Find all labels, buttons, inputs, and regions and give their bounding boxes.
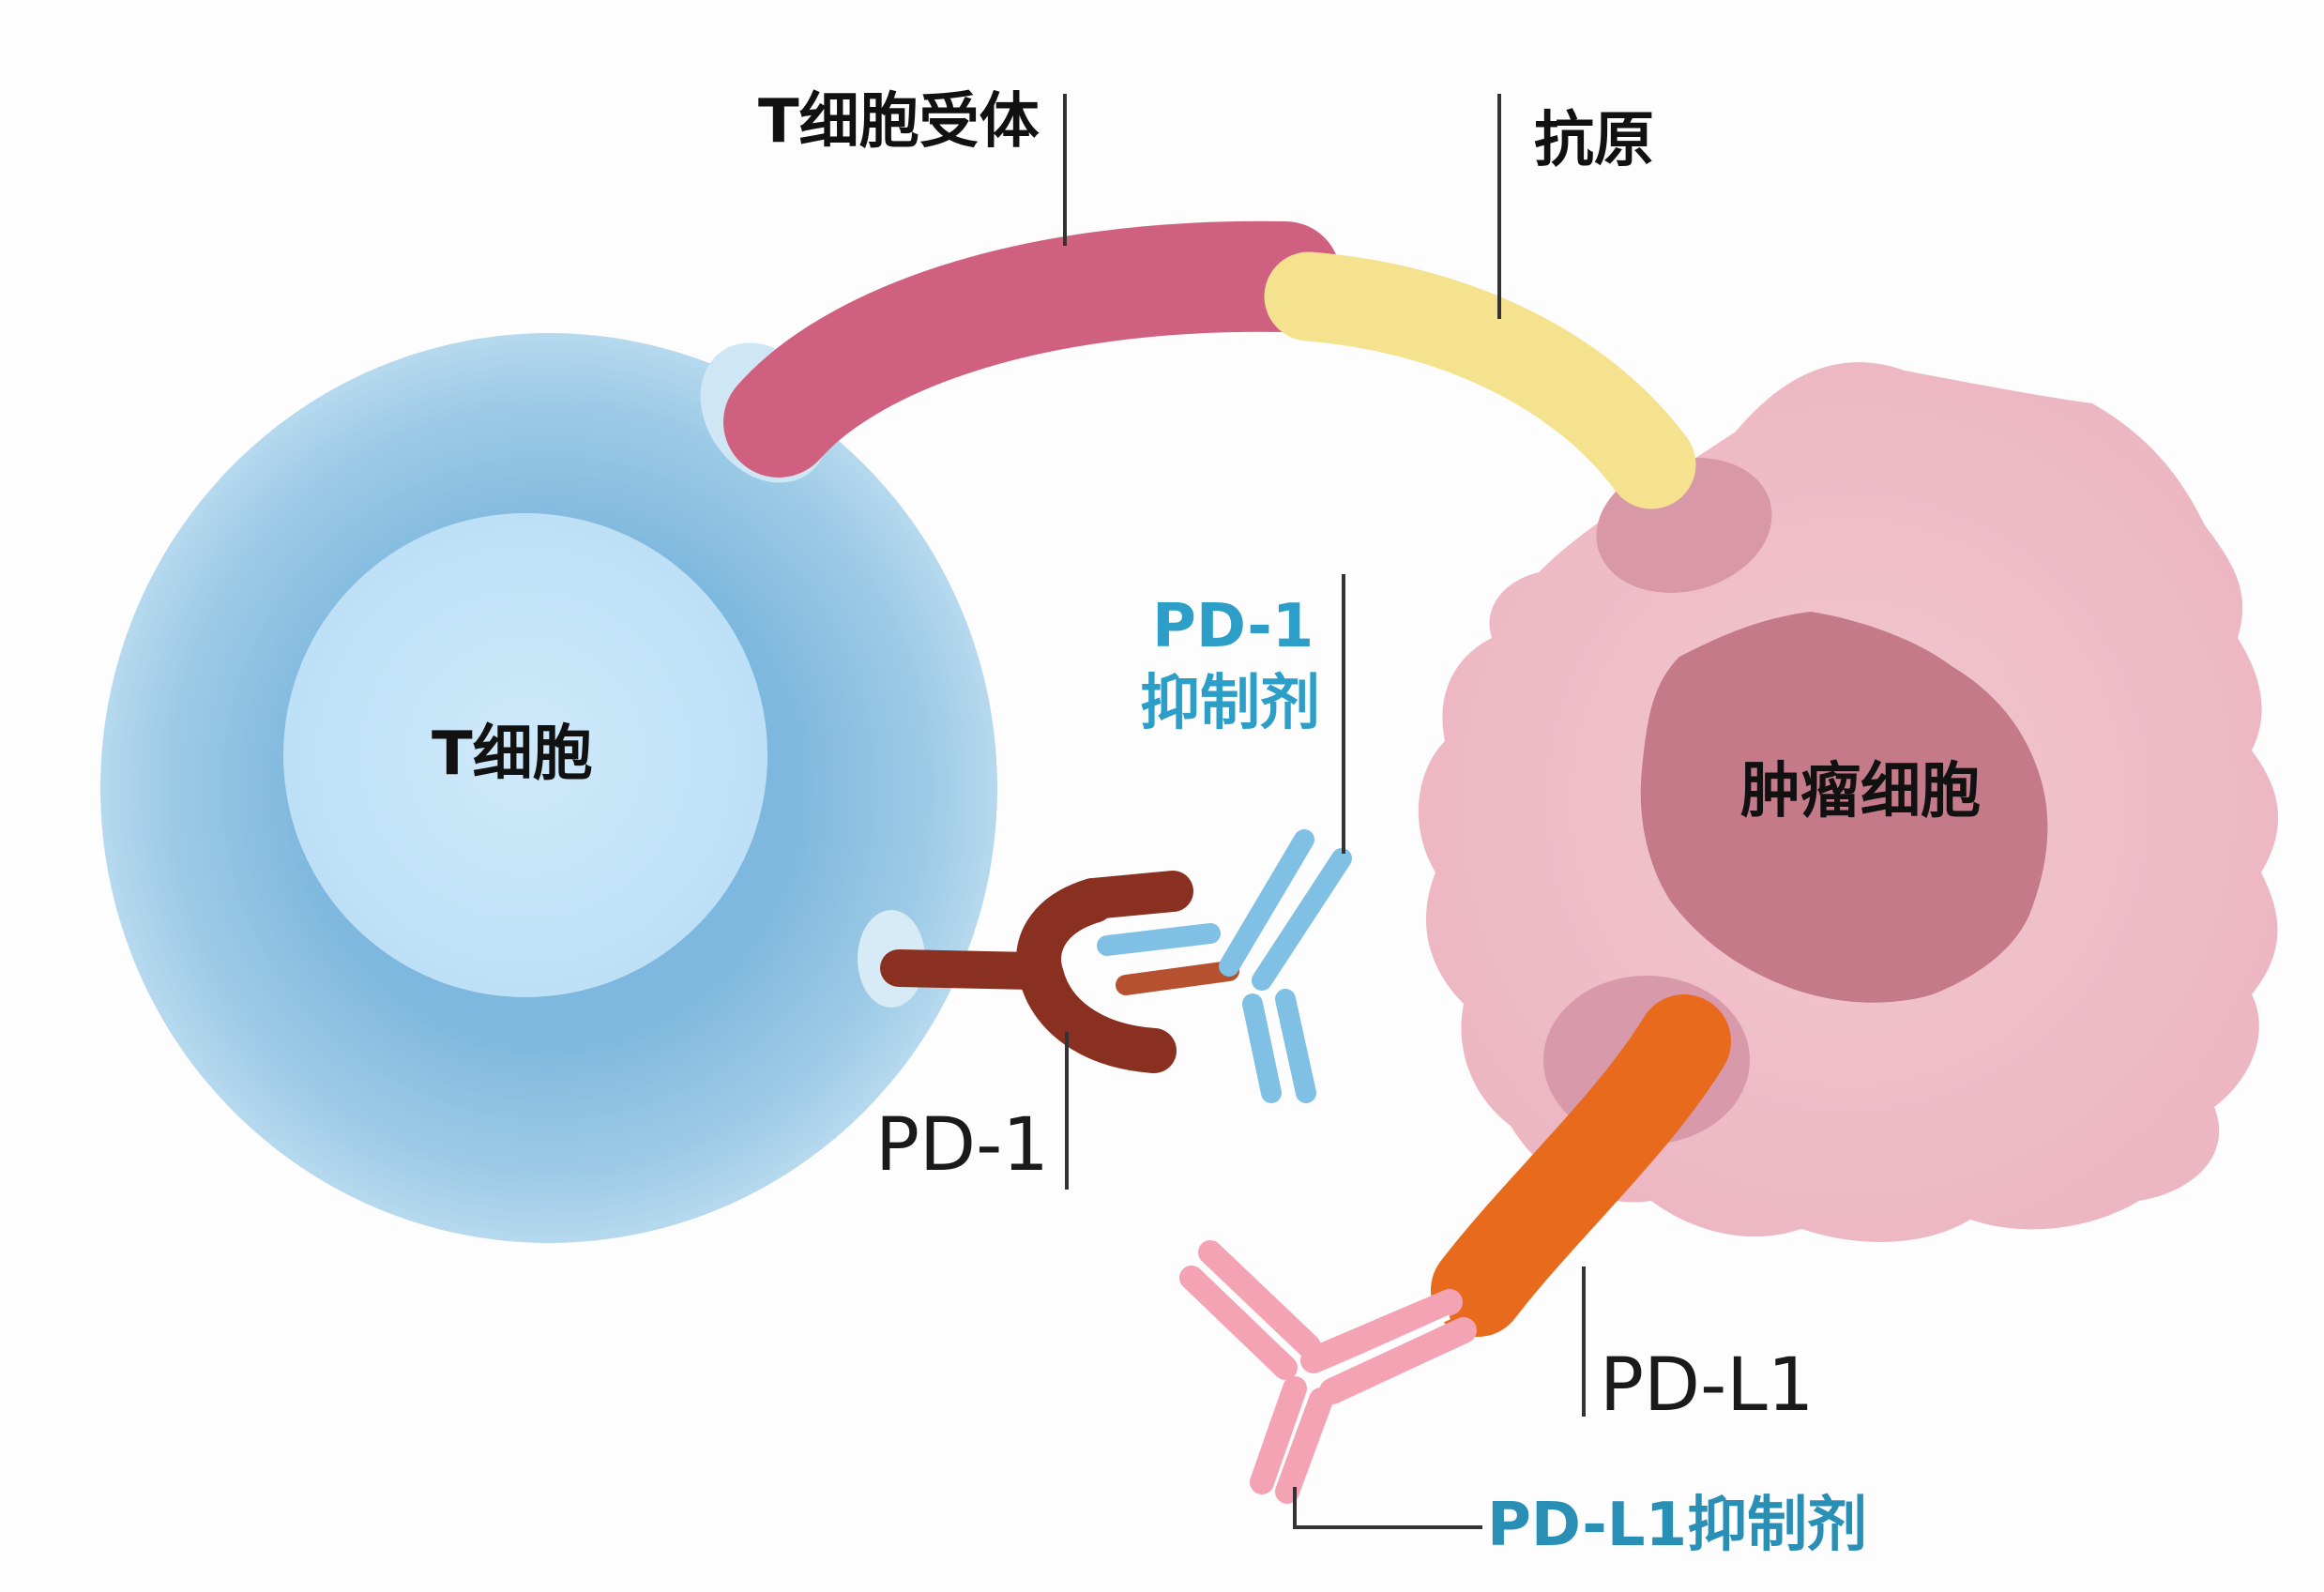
pd1-receptor [880, 871, 1193, 1073]
pdl1-inhibitor-antibody [1179, 1240, 1477, 1504]
label-antigen: 抗原 [1534, 106, 1654, 175]
pdl1-ligand [1431, 994, 1731, 1337]
pd1-inhibitor-antibody [1097, 829, 1352, 1103]
label-pd1-inhibitor-line2: 抑制剂 [1140, 669, 1320, 738]
leader-lines [1063, 94, 1586, 1529]
pdl1-inhibitor-leader [1293, 1487, 1482, 1529]
label-pd1: PD-1 [875, 1103, 1049, 1188]
label-t-cell-receptor: T细胞受体 [758, 87, 1040, 157]
label-tumor-cell: 肿瘤细胞 [1740, 757, 1981, 826]
t-cell-nucleus [283, 513, 767, 997]
label-pd1-inhibitor-line1: PD-1 [1152, 592, 1314, 661]
label-t-cell: T细胞 [432, 720, 593, 789]
label-pdl1-inhibitor: PD-L1抑制剂 [1487, 1491, 1868, 1560]
pdl1-antibody-joint [1330, 1314, 1451, 1372]
tumor-cell-nucleus [1640, 612, 2048, 1003]
t-cell-receptor [723, 220, 1341, 478]
antigen [1264, 251, 1696, 509]
label-pdl1: PD-L1 [1600, 1343, 1815, 1428]
